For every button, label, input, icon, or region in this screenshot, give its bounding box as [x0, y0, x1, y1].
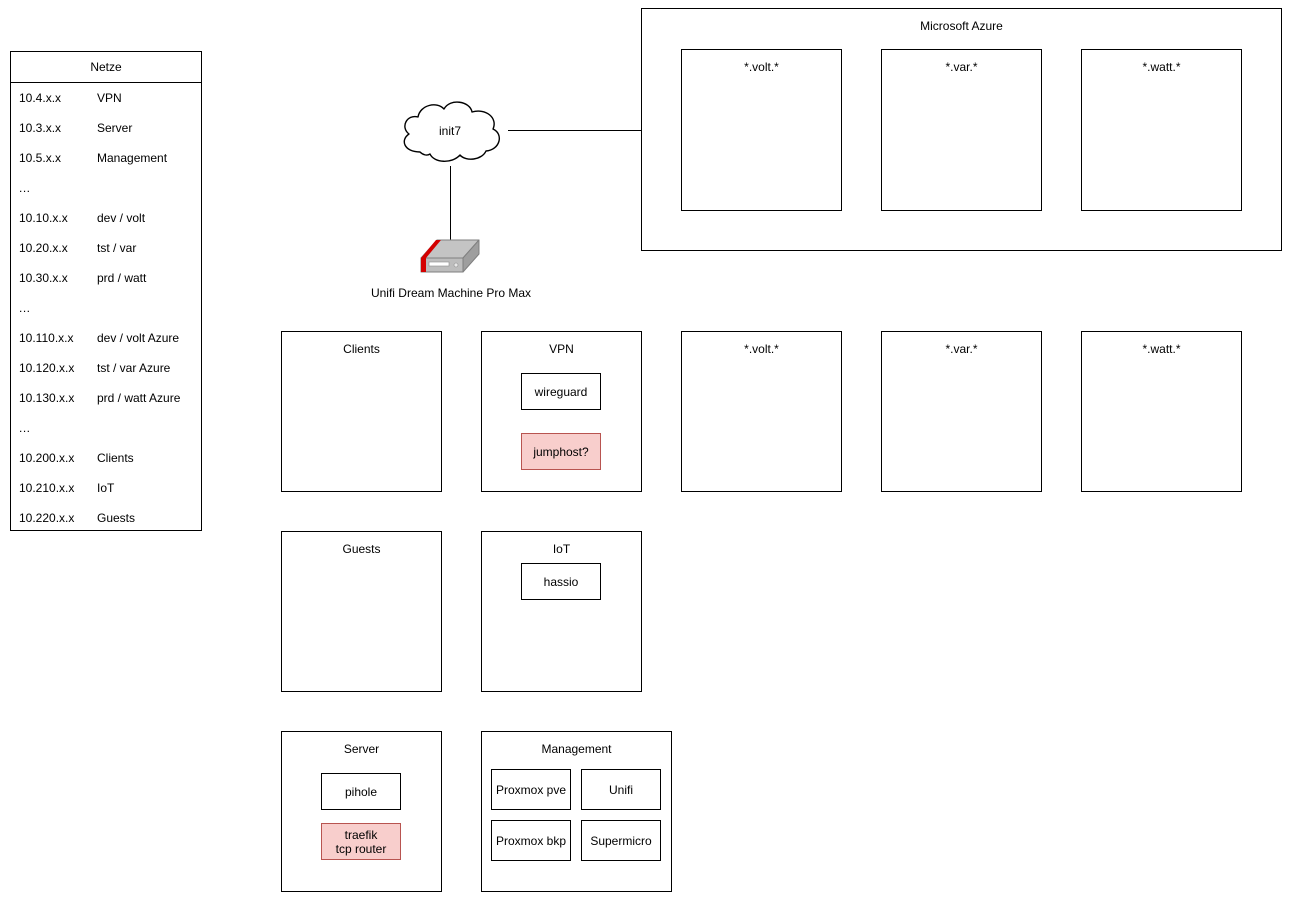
cloud-init7: init7 [390, 96, 510, 166]
service-proxmox-pve[interactable]: Proxmox pve [491, 769, 571, 810]
connector-cloud-to-router [450, 166, 451, 240]
legend-row: 10.30.x.x prd / watt [11, 263, 201, 293]
legend-row: 10.110.x.x dev / volt Azure [11, 323, 201, 353]
vlan-management-title: Management [541, 742, 612, 756]
legend-cidr: 10.4.x.x [19, 91, 62, 105]
service-traefik[interactable]: traefik tcp router [321, 823, 401, 860]
legend-label: dev / volt Azure [97, 331, 180, 345]
vlan-iot-title: IoT [552, 542, 571, 556]
legend-label [97, 293, 201, 323]
service-proxmox-pve-label: Proxmox pve [495, 782, 567, 797]
legend-label: Clients [97, 451, 134, 465]
vlan-clients: Clients [281, 331, 442, 492]
vlan-clients-title: Clients [343, 342, 380, 356]
legend-cidr: ... [19, 301, 31, 315]
service-unifi-label: Unifi [608, 782, 633, 797]
azure-env-var: *.var.* [881, 49, 1042, 211]
service-pihole-label: pihole [344, 784, 378, 799]
legend-label [97, 413, 201, 443]
vlan-server-title: Server [343, 742, 380, 756]
legend-cidr: 10.3.x.x [19, 121, 62, 135]
legend-row: 10.130.x.x prd / watt Azure [11, 383, 201, 413]
vlan-iot: IoT [481, 531, 642, 692]
router-label: Unifi Dream Machine Pro Max [370, 286, 532, 300]
legend-row-separator: ... [11, 173, 201, 203]
legend-label: IoT [97, 481, 115, 495]
legend-row: 10.10.x.x dev / volt [11, 203, 201, 233]
legend-row: 10.210.x.x IoT [11, 473, 201, 503]
service-traefik-label-line2: tcp router [335, 841, 387, 856]
legend-cidr: 10.220.x.x [19, 511, 75, 525]
service-wireguard-label: wireguard [534, 384, 588, 399]
azure-env-watt: *.watt.* [1081, 49, 1242, 211]
legend-row: 10.120.x.x tst / var Azure [11, 353, 201, 383]
legend-label: tst / var [97, 241, 137, 255]
legend-cidr: 10.10.x.x [19, 211, 68, 225]
azure-env-var-title: *.var.* [945, 60, 978, 74]
vlan-guests: Guests [281, 531, 442, 692]
legend-cidr: 10.5.x.x [19, 151, 62, 165]
onprem-env-watt-title: *.watt.* [1142, 342, 1181, 356]
legend-row: 10.4.x.x VPN [11, 83, 201, 113]
vlan-management: Management [481, 731, 672, 892]
legend-cidr: 10.20.x.x [19, 241, 68, 255]
onprem-env-volt-title: *.volt.* [744, 342, 779, 356]
vlan-vpn-title: VPN [549, 342, 574, 356]
legend-cidr: 10.200.x.x [19, 451, 75, 465]
legend-row-separator: ... [11, 293, 201, 323]
azure-env-volt: *.volt.* [681, 49, 842, 211]
service-unifi[interactable]: Unifi [581, 769, 661, 810]
service-hassio-label: hassio [543, 574, 579, 589]
legend-label: VPN [97, 91, 122, 105]
service-proxmox-bkp-label: Proxmox bkp [495, 833, 567, 848]
legend-label: Management [97, 151, 168, 165]
service-wireguard[interactable]: wireguard [521, 373, 601, 410]
service-supermicro-label: Supermicro [590, 833, 652, 848]
vlan-guests-title: Guests [342, 542, 381, 556]
legend-label [97, 173, 201, 203]
legend-label: prd / watt Azure [97, 391, 181, 405]
onprem-env-watt: *.watt.* [1081, 331, 1242, 492]
connector-cloud-to-azure [508, 130, 641, 131]
legend-row: 10.5.x.x Management [11, 143, 201, 173]
legend-cidr: 10.130.x.x [19, 391, 75, 405]
legend-cidr: ... [19, 181, 31, 195]
service-jumphost[interactable]: jumphost? [521, 433, 601, 470]
legend-row: 10.220.x.x Guests [11, 503, 201, 533]
service-hassio[interactable]: hassio [521, 563, 601, 600]
azure-title: Microsoft Azure [920, 19, 1003, 33]
legend-row: 10.200.x.x Clients [11, 443, 201, 473]
onprem-env-volt: *.volt.* [681, 331, 842, 492]
router-appliance-icon [419, 238, 481, 280]
cloud-icon [403, 101, 501, 162]
legend-label: Guests [97, 511, 136, 525]
vlan-server: Server [281, 731, 442, 892]
service-proxmox-bkp[interactable]: Proxmox bkp [491, 820, 571, 861]
service-pihole[interactable]: pihole [321, 773, 401, 810]
legend-label: Server [97, 121, 133, 135]
azure-env-watt-title: *.watt.* [1142, 60, 1181, 74]
netze-legend-title: Netze [11, 52, 201, 83]
legend-cidr: ... [19, 421, 31, 435]
legend-row: 10.20.x.x tst / var [11, 233, 201, 263]
legend-row-separator: ... [11, 413, 201, 443]
legend-row: 10.3.x.x Server [11, 113, 201, 143]
service-jumphost-label: jumphost? [533, 444, 589, 459]
legend-cidr: 10.30.x.x [19, 271, 68, 285]
legend-cidr: 10.110.x.x [19, 331, 74, 345]
service-traefik-label: traefik [344, 827, 378, 842]
netze-legend-table: Netze 10.4.x.x VPN 10.3.x.x Server 10.5.… [10, 51, 202, 531]
legend-label: prd / watt [97, 271, 147, 285]
legend-cidr: 10.120.x.x [19, 361, 75, 375]
onprem-env-var-title: *.var.* [945, 342, 978, 356]
legend-cidr: 10.210.x.x [19, 481, 75, 495]
netze-legend-body: 10.4.x.x VPN 10.3.x.x Server 10.5.x.x Ma… [11, 83, 201, 530]
service-supermicro[interactable]: Supermicro [581, 820, 661, 861]
onprem-env-var: *.var.* [881, 331, 1042, 492]
legend-label: dev / volt [97, 211, 146, 225]
legend-label: tst / var Azure [97, 361, 171, 375]
cloud-label: init7 [438, 124, 461, 138]
azure-env-volt-title: *.volt.* [744, 60, 779, 74]
